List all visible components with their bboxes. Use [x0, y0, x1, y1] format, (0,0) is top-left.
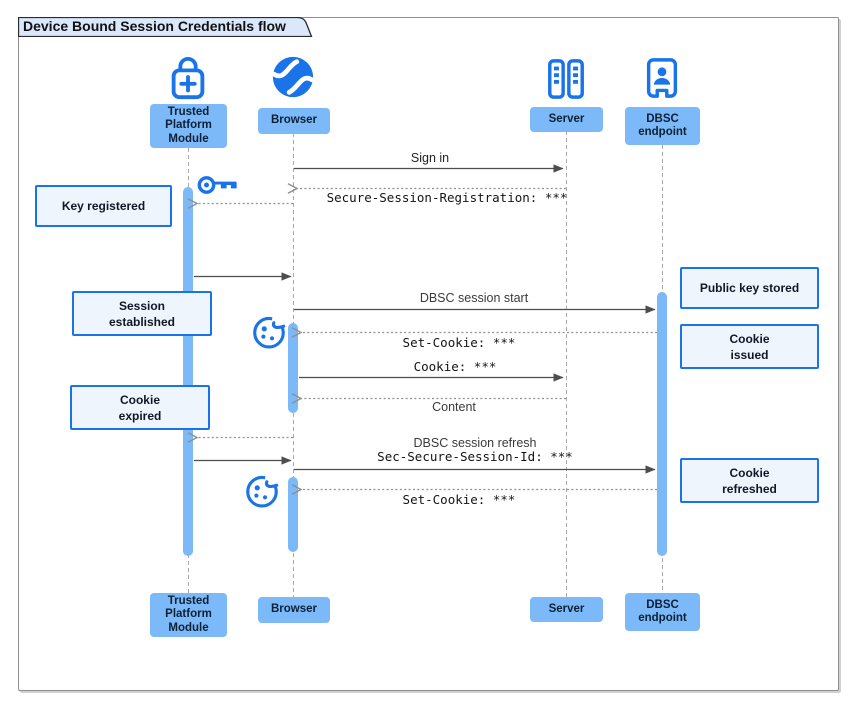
title-tab: [18, 17, 313, 37]
cookie-icon: [250, 311, 289, 355]
browser-activation-bar-2: [288, 477, 298, 552]
note-cookie-expired: Cookie expired: [70, 385, 210, 430]
note-key-registered: Key registered: [35, 185, 172, 227]
note-label: Session established: [108, 298, 176, 329]
participant-dbsc-bottom: DBSC endpoint: [625, 593, 700, 631]
note-label: Public key stored: [699, 281, 800, 295]
diagram-frame: [18, 17, 839, 691]
participant-dbsc-top: DBSC endpoint: [625, 107, 700, 145]
diagram-title: Device Bound Session Credentials flow: [23, 18, 286, 34]
note-public-key-stored: Public key stored: [680, 267, 819, 309]
message-content: Content: [432, 400, 476, 414]
note-label: Cookie refreshed: [722, 465, 777, 496]
cookie-icon: [243, 470, 282, 514]
message-cookie: Cookie: ***: [413, 359, 497, 374]
note-label: Key registered: [61, 199, 146, 213]
note-cookie-refreshed: Cookie refreshed: [680, 458, 819, 503]
note-label: Cookie expired: [118, 392, 162, 423]
refresh-line-2: Sec-Secure-Session-Id: ***: [377, 449, 573, 464]
message-sign-in: Sign in: [410, 151, 450, 165]
refresh-line-1: DBSC session refresh: [413, 436, 537, 450]
participant-label: Browser: [270, 603, 318, 616]
participant-label: Trusted Platform Module: [165, 105, 212, 145]
participant-label: Server: [548, 112, 585, 125]
participant-server-top: Server: [530, 107, 603, 132]
message-session-registration: Secure-Session-Registration: ***: [326, 190, 568, 205]
lock-plus-icon: [165, 55, 211, 107]
note-cookie-issued: Cookie issued: [680, 324, 819, 369]
note-label: Cookie issued: [729, 331, 770, 362]
message-set-cookie: Set-Cookie: ***: [402, 492, 516, 507]
note-session-established: Session established: [72, 291, 212, 336]
participant-label: Trusted Platform Module: [165, 594, 212, 634]
browser-activation-bar-1: [288, 323, 298, 413]
message-dbsc-session-start: DBSC session start: [419, 291, 529, 305]
participant-tpm-top: Trusted Platform Module: [150, 104, 227, 148]
participant-server-bottom: Server: [530, 597, 603, 622]
participant-browser-bottom: Browser: [258, 597, 330, 623]
participant-tpm-bottom: Trusted Platform Module: [150, 593, 227, 637]
globe-icon: [270, 54, 316, 105]
participant-label: DBSC endpoint: [638, 112, 687, 139]
tpm-activation-bar: [183, 187, 193, 556]
participant-label: Server: [548, 602, 585, 615]
participant-label: Browser: [270, 114, 318, 127]
participant-label: DBSC endpoint: [638, 598, 687, 625]
dbsc-activation-bar: [657, 292, 667, 556]
message-set-cookie: Set-Cookie: ***: [402, 335, 516, 350]
badge-person-icon: [639, 57, 685, 104]
key-icon: [196, 170, 240, 205]
participant-browser-top: Browser: [258, 108, 330, 134]
message-dbsc-session-refresh: DBSC session refresh Sec-Secure-Session-…: [377, 436, 573, 464]
server-icon: [543, 58, 589, 105]
